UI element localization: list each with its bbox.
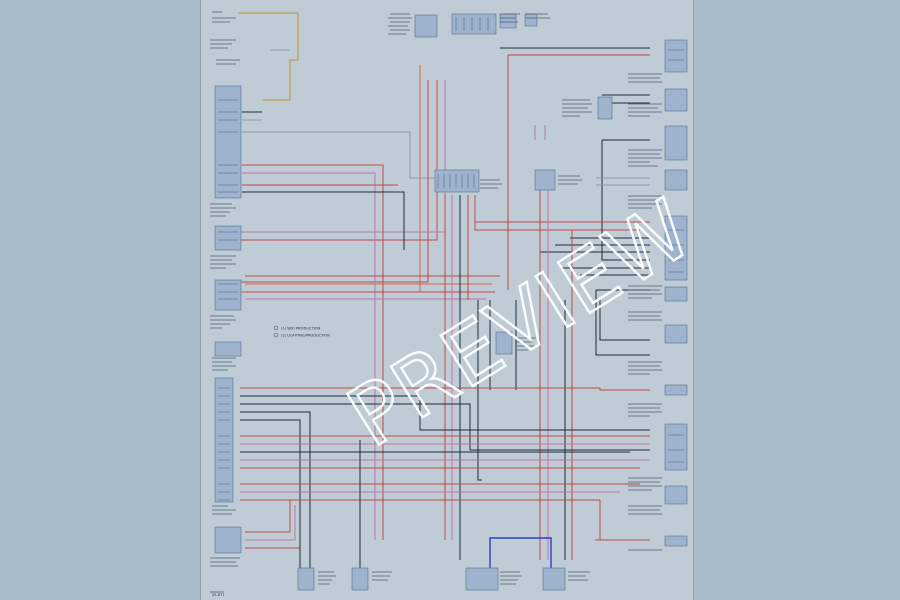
wire-fuse-red-a: [240, 80, 429, 283]
right-module-2: [664, 88, 688, 112]
right-module-4: [664, 169, 688, 191]
bottom-module-1: [297, 567, 315, 591]
wire-rv-black-478: [477, 300, 482, 481]
smart-control-pin-ticks: [218, 231, 238, 241]
right-module-7: [664, 324, 688, 344]
smart-control-module-block: [214, 225, 242, 251]
label-marks-bottom-2: [372, 571, 392, 581]
wire-center-red-3: [474, 195, 640, 231]
smart-key-ecu-block: [214, 85, 242, 199]
right-module-3: [664, 125, 688, 161]
label-marks-left-2: [210, 39, 236, 49]
ecm-pin-ticks: [218, 283, 238, 300]
label-marks-top-center: [388, 13, 412, 35]
label-marks-right-2: [628, 103, 662, 117]
wire-ign-gray: [242, 131, 437, 179]
right-module-1: [664, 39, 688, 73]
wire-right-black-v: [601, 140, 650, 261]
label-marks-top-right-b: [525, 13, 550, 19]
smart-key-pin-ticks: [218, 99, 238, 193]
wire-pinkside-1: [242, 172, 376, 540]
label-marks-left-7: [212, 357, 236, 371]
right-module-10: [664, 485, 688, 505]
label-marks-top-left: [212, 11, 236, 23]
wire-fuse-red-b: [240, 80, 438, 241]
label-marks-sensor: [516, 337, 536, 351]
wire-m-black-412: [240, 411, 311, 570]
pcm-module-block: [214, 341, 242, 357]
label-marks-right-8: [628, 403, 662, 417]
label-marks-left-6: [210, 315, 236, 329]
label-marks-right-10: [628, 505, 662, 515]
right-module-9: [664, 423, 688, 471]
wire-r-black-300: [599, 300, 650, 341]
label-marks-right-relay: [562, 99, 592, 117]
right-module-6: [664, 286, 688, 302]
label-marks-center-right: [558, 175, 582, 185]
top-fuse-block: [451, 13, 497, 35]
page-reference: 05-871: [212, 593, 225, 597]
wire-blackside-1: [242, 191, 405, 250]
wire-r-black-290: [595, 289, 650, 356]
wire-m-black-404: [240, 403, 650, 451]
wire-rv-sensor: [489, 300, 517, 390]
cluster-pin-ticks: [218, 387, 230, 501]
label-marks-right-7: [628, 361, 662, 375]
wire-tr-pink-stub: [534, 125, 546, 140]
label-marks-left-9: [210, 557, 240, 567]
label-marks-top-right-a: [500, 13, 520, 23]
wire-b-red-532: [245, 500, 291, 533]
wire-fuse-pink-a: [240, 80, 446, 233]
right-module-5: [664, 215, 688, 281]
bottom-module-3: [465, 567, 499, 591]
wire-m-red-388: [240, 387, 650, 391]
label-marks-right-5: [628, 285, 662, 299]
label-marks-left-8: [212, 505, 236, 515]
wire-ground-orange: [262, 13, 299, 101]
label-marks-right-3: [628, 149, 662, 167]
junction-pin-ticks: [437, 174, 475, 188]
wire-redside-1: [242, 164, 384, 540]
wire-b-pink-540: [245, 505, 296, 541]
wire-blue-loop: [489, 537, 552, 570]
top-relay-box: [414, 14, 438, 38]
bottom-module-2: [351, 567, 369, 591]
label-marks-left-3: [216, 59, 240, 65]
right-module-pin-ticks: [668, 49, 684, 463]
wire-fuse-orange-a: [240, 65, 421, 293]
legend-note-1: (1) W/O PRODUCTION: [281, 327, 320, 331]
legend-note-2-marker: [273, 332, 279, 338]
label-marks-right-1: [628, 73, 662, 83]
top-small-relay: [499, 13, 517, 29]
label-marks-right-4: [628, 195, 662, 209]
bottom-module-4: [542, 567, 566, 591]
right-module-8: [664, 384, 688, 396]
center-sensor-block: [495, 331, 513, 355]
wire-m-black-396: [240, 395, 650, 431]
label-marks-left-4: [210, 203, 236, 217]
right-switch-relay: [597, 96, 613, 120]
wire-right-gray-178: [596, 177, 650, 186]
label-marks-bottom-3: [500, 571, 522, 585]
right-module-11: [664, 535, 688, 547]
body-control-block: [214, 526, 242, 554]
label-marks-bottom-4: [568, 571, 590, 581]
center-right-connector: [534, 169, 556, 191]
label-marks-bottom-1: [318, 571, 336, 585]
top-indicator: [524, 13, 538, 27]
label-marks-left-5: [210, 255, 236, 269]
ecm-module-block: [214, 279, 242, 311]
label-marks-right-9: [628, 477, 662, 491]
central-junction-block: [434, 169, 480, 193]
wire-m-black-420: [240, 419, 301, 570]
label-marks-right-6: [628, 311, 662, 321]
fuse-pin-ticks: [455, 17, 489, 31]
legend-note-1-marker: [273, 325, 279, 331]
legend-note-2: (2) LIGHTING/PRODUCTION: [281, 334, 330, 338]
instrument-cluster-block: [214, 377, 234, 503]
label-marks-junction: [480, 179, 502, 189]
